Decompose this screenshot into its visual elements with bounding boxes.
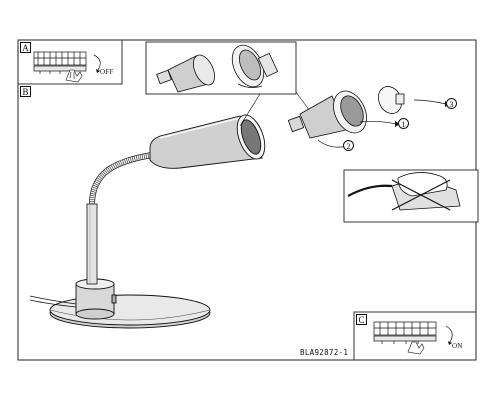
do-not-touch-inset <box>343 169 479 223</box>
step-2-marker: 2 <box>343 140 354 151</box>
panel-c-letter: C <box>356 314 367 325</box>
document-code: BLA92872-1 <box>300 348 349 357</box>
switch-off-label: OFF <box>100 68 114 76</box>
panel-a-switch-off <box>17 39 123 85</box>
bulb-and-ring-exploded <box>287 86 405 139</box>
flexible-gooseneck <box>89 152 153 205</box>
hand-icon-c <box>407 341 425 355</box>
panel-c-switch-on <box>353 311 477 361</box>
step-1-marker: 1 <box>398 118 409 129</box>
rotate-arrow-icon-c <box>445 325 453 343</box>
rotate-arrow-icon-a <box>93 54 101 71</box>
panel-a-letter: A <box>20 42 31 53</box>
power-plug-connector-a <box>33 51 87 74</box>
magnified-bulb-inset <box>145 41 297 95</box>
panel-b-letter: B <box>20 86 31 97</box>
lamp-body-housing <box>75 278 117 320</box>
arrow-step-1 <box>359 120 397 125</box>
step-3-marker: 3 <box>446 98 457 109</box>
lamp-stem <box>86 203 98 285</box>
lamp-base <box>49 294 211 329</box>
arrow-step-3 <box>413 99 447 105</box>
lamp-head-shade <box>149 114 266 169</box>
power-cable <box>29 295 77 305</box>
hand-icon-a <box>65 69 83 83</box>
switch-on-label: ON <box>452 342 463 350</box>
